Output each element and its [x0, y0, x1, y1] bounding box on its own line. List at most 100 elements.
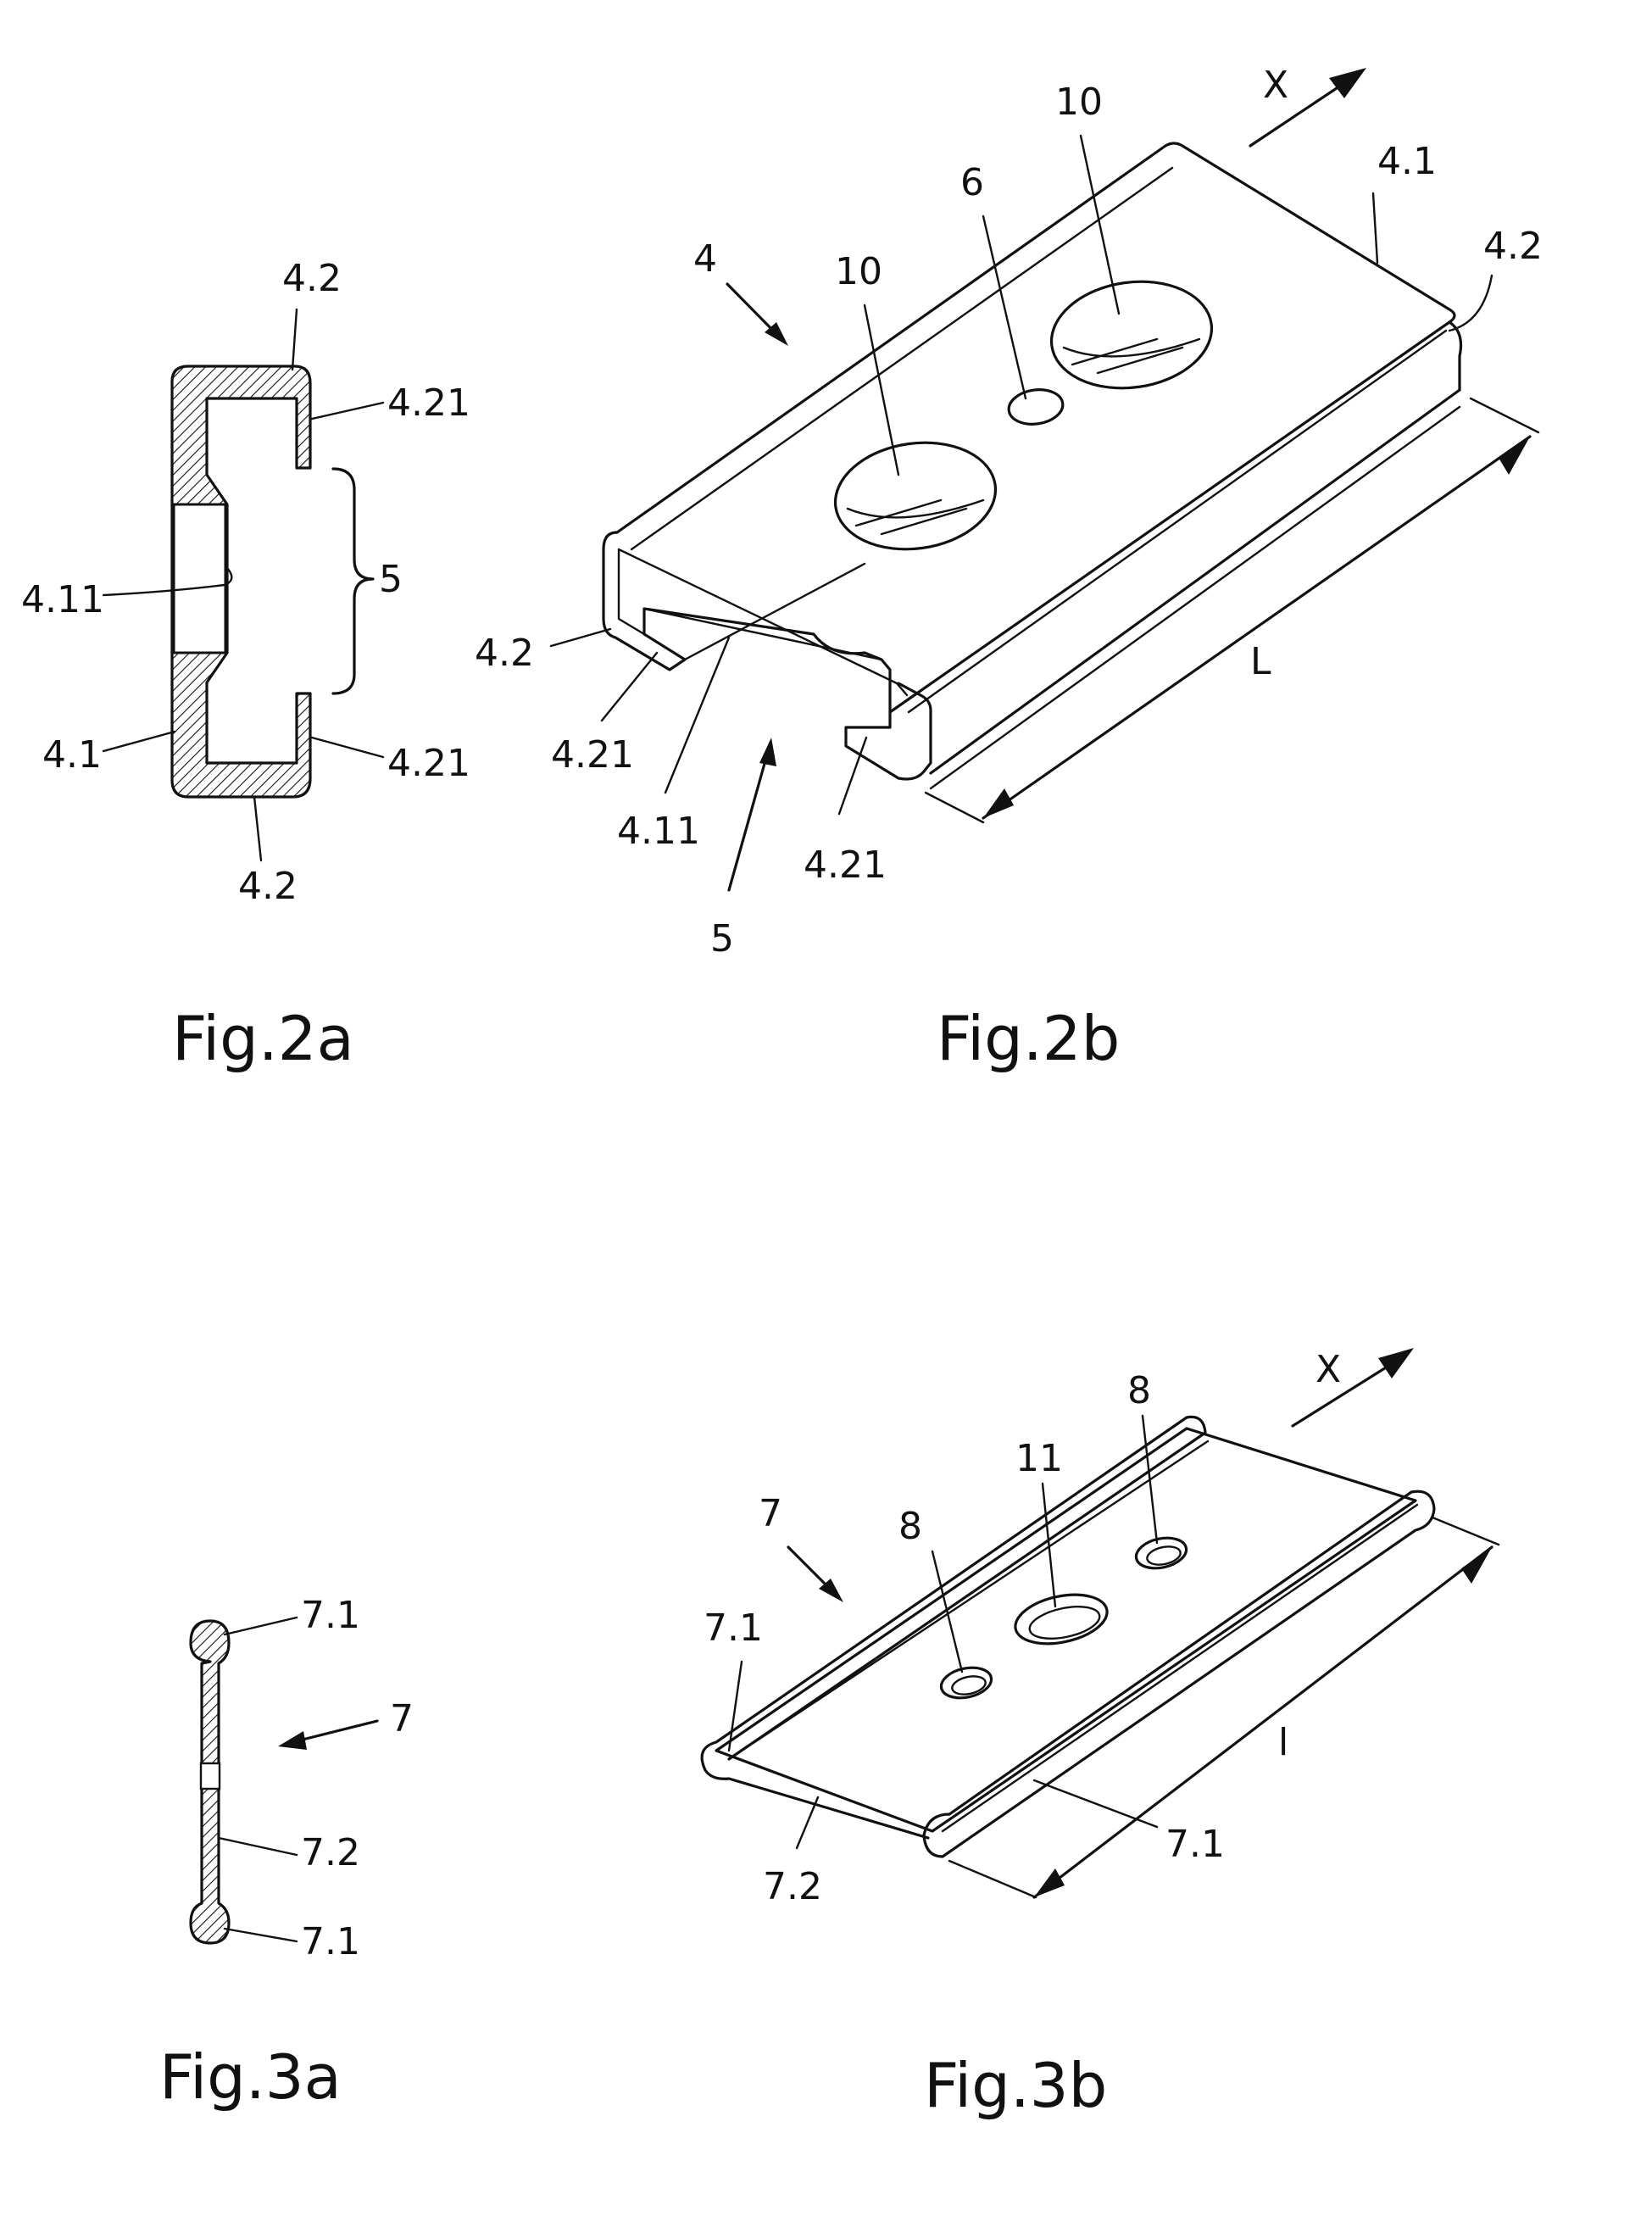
- fig3b-label-web: 7.2: [763, 1865, 822, 1908]
- fig3b-caption: Fig.3b: [924, 2050, 1107, 2121]
- fig2b-length-arrowhead-bottom: [983, 788, 1014, 818]
- fig2b-label-hole-small: 6: [960, 161, 984, 204]
- fig2b-label-bead: 4.11: [617, 810, 700, 853]
- fig2b-inner-rear-edge: [685, 564, 865, 660]
- fig3b-length-arrowhead-bottom: [1034, 1868, 1065, 1897]
- fig2a-label-top-flange: 4.21: [387, 381, 470, 425]
- fig2a-label-bottom-web: 4.2: [238, 865, 298, 908]
- fig2b-label-flange-left: 4.21: [551, 733, 634, 777]
- fig2b-label-web-right: 4.2: [1483, 225, 1543, 268]
- fig2a-label-base: 4.1: [42, 733, 102, 777]
- fig3b-label-hole-left: 8: [898, 1505, 922, 1548]
- fig3a-label-bottom-bulb: 7.1: [301, 1920, 360, 1963]
- fig2a-group: 4.2 4.21 4.11 5 4.1 4.21 4.2 Fig.2a: [21, 257, 470, 1074]
- fig2b-label-hole-left: 10: [835, 250, 882, 293]
- fig2b-right-flange-edge: [931, 407, 1460, 788]
- fig3b-length-ext-top: [1432, 1517, 1499, 1545]
- fig3b-label-bulb-right: 7.1: [1165, 1823, 1225, 1866]
- fig2b-hole-right: [1044, 271, 1218, 398]
- fig2b-length-ext-top: [1471, 398, 1538, 432]
- fig2a-leader-top-web: [292, 309, 297, 370]
- fig3b-hole-center-inner: [1026, 1601, 1102, 1645]
- fig2b-leader-bead: [665, 638, 729, 793]
- fig3b-label-direction: X: [1315, 1348, 1341, 1391]
- fig2b-label-opening: 5: [710, 917, 734, 961]
- fig2b-hole-left: [828, 432, 1002, 559]
- fig3a-strip-arrow-shaft: [292, 1721, 377, 1742]
- fig3b-label-strip: 7: [759, 1492, 782, 1535]
- fig2b-right-web: [1449, 322, 1461, 390]
- fig2b-leader-web-left: [551, 629, 610, 646]
- fig3b-label-hole-right: 8: [1127, 1369, 1151, 1412]
- fig3b-leader-hole-left: [932, 1551, 962, 1672]
- fig2b-front-bead: [644, 609, 882, 660]
- fig2b-label-hole-right: 10: [1055, 81, 1103, 124]
- fig2a-label-bead: 4.11: [21, 578, 104, 621]
- fig3a-hole-gap: [201, 1763, 220, 1789]
- fig2b-hole-right-inner: [1064, 339, 1199, 373]
- fig2b-label-flange-right: 4.21: [804, 844, 887, 887]
- fig2a-label-top-web: 4.2: [282, 257, 342, 300]
- fig2b-hole-small: [1007, 387, 1065, 428]
- fig2a-label-opening: 5: [379, 558, 403, 601]
- fig2b-right-web-bottom-edge: [931, 390, 1460, 773]
- fig3b-length-ext-bottom: [949, 1861, 1036, 1897]
- fig3b-direction-arrowhead: [1378, 1348, 1414, 1378]
- fig2b-leader-hole-small: [983, 216, 1026, 398]
- fig2b-direction-arrowhead: [1329, 68, 1366, 98]
- fig3a-label-web: 7.2: [301, 1831, 360, 1874]
- fig2b-front-section: [604, 532, 931, 779]
- fig3b-label-bulb-left: 7.1: [704, 1607, 763, 1650]
- fig3b-length-arrowhead-top: [1461, 1547, 1492, 1584]
- fig3b-front-edge: [705, 1770, 928, 1838]
- fig2b-leader-base: [1373, 193, 1377, 263]
- fig2b-label-length: L: [1250, 640, 1271, 683]
- fig2a-leader-bottom-web: [254, 797, 261, 860]
- fig2b-caption: Fig.2b: [937, 1003, 1120, 1074]
- fig2b-label-direction: X: [1263, 64, 1288, 107]
- fig2b-length-dim-line: [983, 437, 1530, 818]
- fig2b-top-face: [617, 143, 1455, 712]
- fig2b-group: X L 4 5: [475, 64, 1543, 1074]
- fig3a-strip-arrowhead: [278, 1731, 307, 1750]
- fig2a-leader-top-flange: [312, 403, 383, 419]
- fig2b-opening-arrow-shaft: [729, 755, 767, 890]
- fig2a-opening-brace: [333, 469, 373, 693]
- fig2a-label-bottom-flange: 4.21: [387, 742, 470, 785]
- fig3b-direction-arrow-shaft: [1293, 1365, 1390, 1426]
- fig2b-leader-web-right: [1449, 276, 1492, 331]
- fig2b-front-inner: [619, 549, 907, 695]
- fig2b-label-profile: 4: [693, 237, 717, 281]
- fig3b-leader-bulb-right: [1034, 1780, 1157, 1827]
- fig3a-label-strip: 7: [390, 1697, 414, 1740]
- fig2a-leader-bottom-flange: [312, 738, 383, 757]
- fig3a-label-top-bulb: 7.1: [301, 1594, 360, 1637]
- fig2b-label-web-left: 4.2: [475, 632, 534, 675]
- fig2b-hole-left-inner: [848, 500, 983, 534]
- fig3b-label-hole-center: 11: [1015, 1437, 1063, 1480]
- fig2b-length-ext-bottom: [926, 793, 983, 822]
- fig3a-leader-web: [219, 1838, 297, 1855]
- fig3b-leader-web: [797, 1797, 818, 1848]
- fig2b-opening-arrowhead: [759, 738, 776, 766]
- fig3b-bulb-left-inner: [729, 1441, 1208, 1759]
- fig2b-right-web-inner: [909, 331, 1446, 712]
- fig3b-hole-center: [1011, 1587, 1112, 1651]
- fig3b-group: X l 7 8 11: [702, 1348, 1499, 2121]
- fig3b-bulb-left: [702, 1417, 1205, 1770]
- fig2b-length-arrowhead-top: [1499, 437, 1530, 475]
- fig2a-bead-window: [174, 504, 225, 653]
- fig2b-label-base: 4.1: [1377, 140, 1437, 183]
- fig2b-leader-flange-left: [602, 653, 657, 721]
- fig3a-caption: Fig.3a: [159, 2041, 342, 2113]
- fig3a-leader-top-bulb: [225, 1618, 297, 1634]
- fig2a-caption: Fig.2a: [172, 1003, 354, 1074]
- fig2a-leader-base: [103, 732, 175, 751]
- fig3b-leader-hole-center: [1043, 1484, 1055, 1607]
- fig2b-leader-hole-right: [1081, 136, 1119, 314]
- fig3b-leader-hole-right: [1143, 1416, 1157, 1543]
- fig3a-leader-bottom-bulb: [225, 1929, 297, 1941]
- fig3b-label-length: l: [1278, 1721, 1288, 1764]
- fig3a-group: 7.1 7 7.2 7.1 Fig.3a: [159, 1594, 414, 2113]
